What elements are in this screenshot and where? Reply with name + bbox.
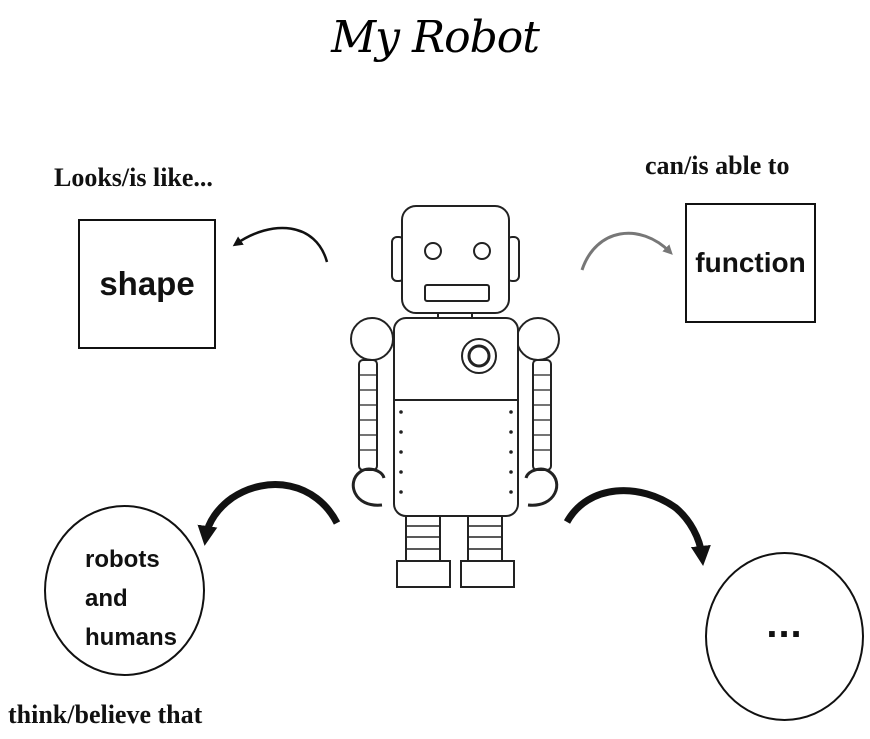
- beliefs-line-1: robots: [85, 546, 160, 573]
- function-box-label: function: [695, 247, 806, 278]
- robot-illustration: [350, 205, 560, 588]
- curved-arrow-icon: [197, 481, 341, 546]
- page-title: My Robot: [331, 12, 540, 63]
- curved-arrow-icon: [232, 226, 329, 263]
- curved-arrow-icon: [580, 231, 673, 271]
- beliefs-circle: robots and humans: [44, 505, 205, 676]
- open-circle-ellipsis: ...: [766, 602, 803, 646]
- beliefs-circle-text: robots and humans: [85, 540, 177, 657]
- open-circle: ...: [705, 552, 864, 721]
- function-box: function: [685, 203, 816, 323]
- shape-box: shape: [78, 219, 216, 349]
- caption-think-believe: think/believe that: [8, 700, 203, 729]
- caption-looks-like: Looks/is like...: [54, 163, 213, 192]
- beliefs-line-3: humans: [85, 624, 178, 651]
- curved-arrow-icon: [563, 487, 711, 566]
- beliefs-line-2: and: [85, 585, 128, 612]
- caption-can-do: can/is able to: [645, 151, 790, 180]
- shape-box-label: shape: [99, 265, 195, 302]
